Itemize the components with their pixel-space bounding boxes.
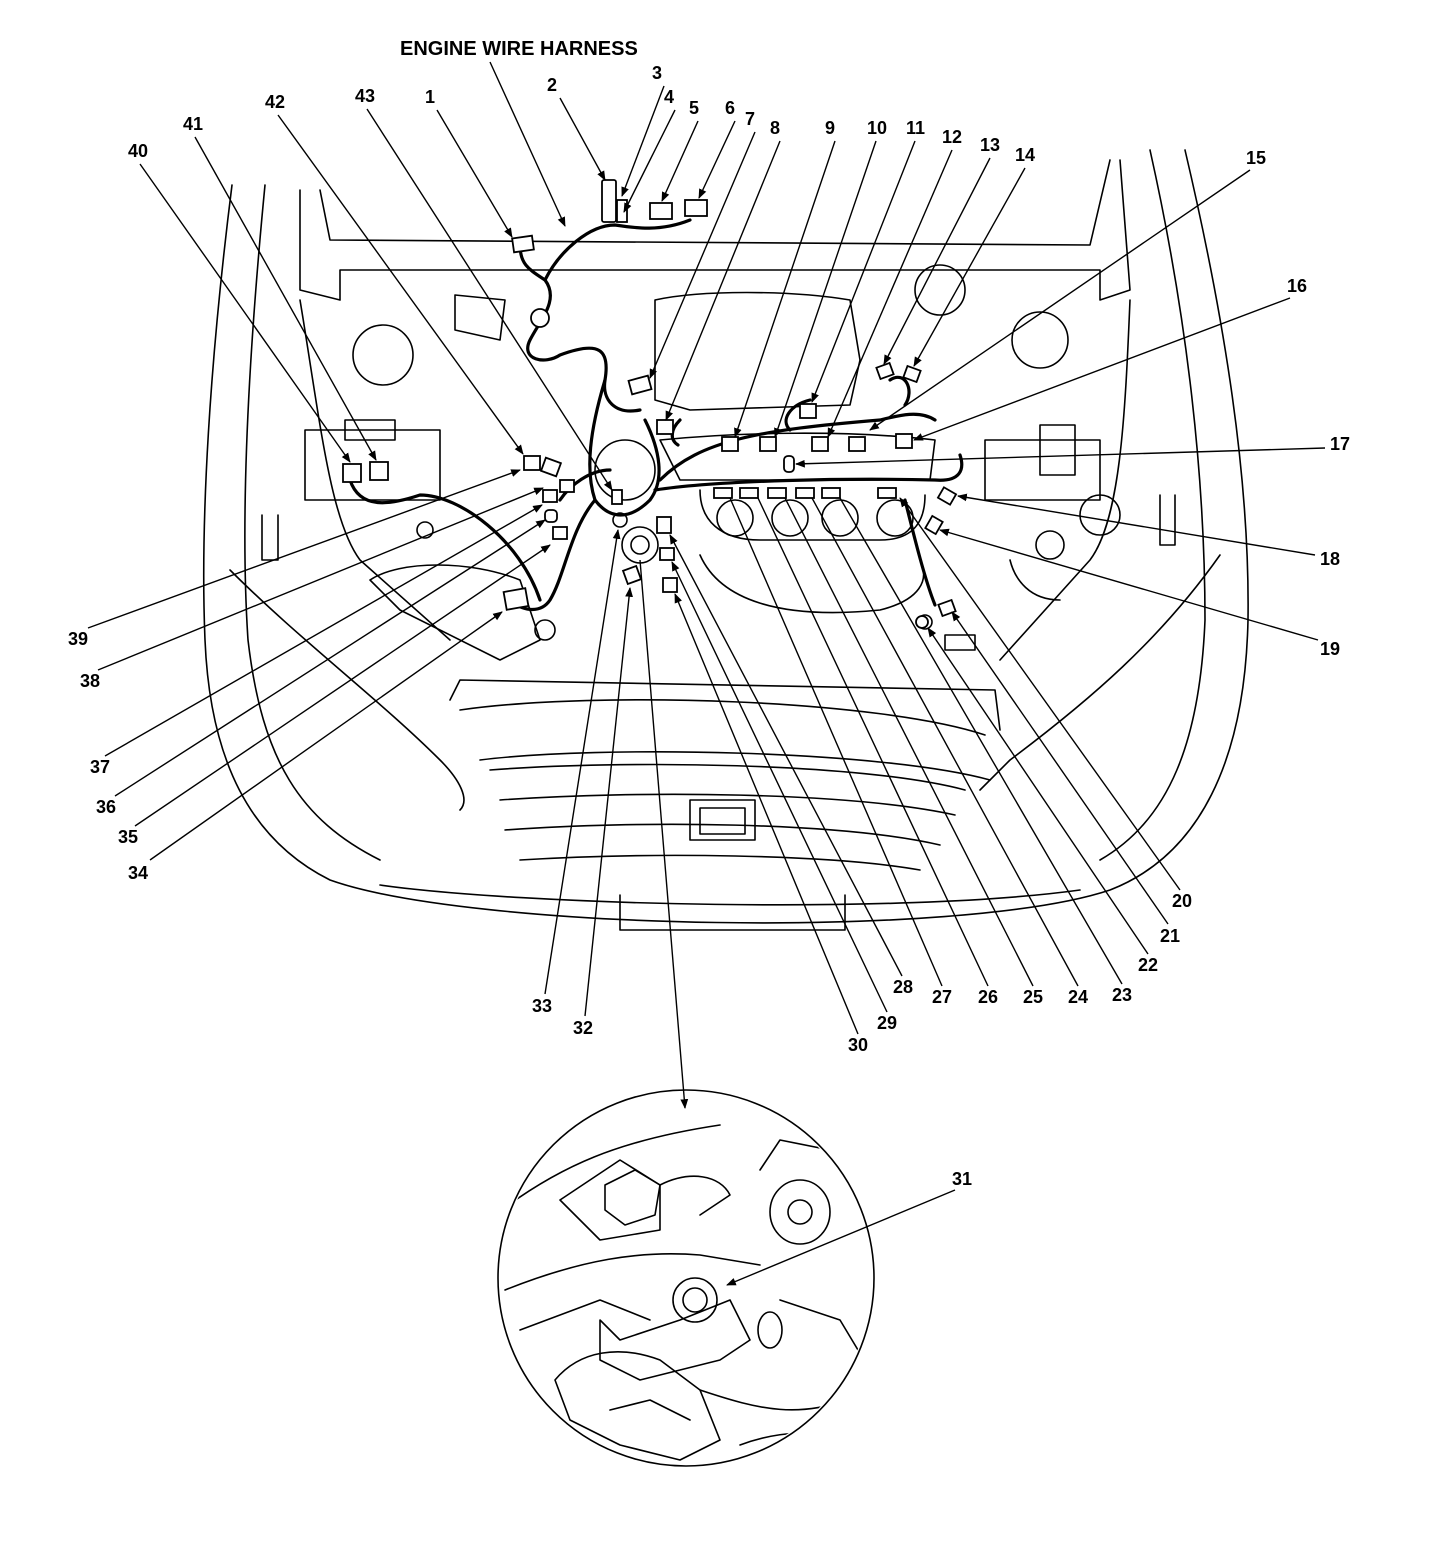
vehicle-body-outline [202, 149, 1249, 931]
callout-label: 9 [825, 118, 835, 138]
callout-label: 34 [128, 863, 148, 883]
callout-label: 20 [1172, 891, 1192, 911]
callout-label: 23 [1112, 985, 1132, 1005]
callout-label: 21 [1160, 926, 1180, 946]
callout-label: 19 [1320, 639, 1340, 659]
callout-label: 38 [80, 671, 100, 691]
callout-label: 40 [128, 141, 148, 161]
callout-label: 1 [425, 87, 435, 107]
callout-label: 29 [877, 1013, 897, 1033]
callout-label: 15 [1246, 148, 1266, 168]
callout-label: 7 [745, 109, 755, 129]
callout-label: 31 [952, 1169, 972, 1189]
callout-label: 13 [980, 135, 1000, 155]
callout-label: 18 [1320, 549, 1340, 569]
callout-label: 10 [867, 118, 887, 138]
callout-label: 28 [893, 977, 913, 997]
callout-label: 30 [848, 1035, 868, 1055]
callout-label: 27 [932, 987, 952, 1007]
callout-label: 11 [906, 118, 925, 138]
callout-label: 8 [770, 118, 780, 138]
callout-label: 43 [355, 86, 375, 106]
callout-label: 26 [978, 987, 998, 1007]
harness-connectors [342, 179, 958, 629]
callout-label: 22 [1138, 955, 1158, 975]
callout-label: 41 [183, 114, 203, 134]
callout-label: 3 [652, 63, 662, 83]
leader-lines [87, 85, 1326, 1286]
callout-label: 24 [1068, 987, 1088, 1007]
callout-label: 4 [664, 87, 674, 107]
callout-label: 17 [1330, 434, 1350, 454]
callout-label: 36 [96, 797, 116, 817]
callout-label: 25 [1023, 987, 1043, 1007]
callout-label: 16 [1287, 276, 1307, 296]
callout-label: 37 [90, 757, 110, 777]
callout-label: 2 [547, 75, 557, 95]
callout-label: 32 [573, 1018, 593, 1038]
callout-label: 6 [725, 98, 735, 118]
callout-labels: 1 2 3 4 5 6 7 8 9 10 11 12 13 14 15 16 1… [68, 63, 1350, 1189]
callout-label: 39 [68, 629, 88, 649]
callout-label: 35 [118, 827, 138, 847]
callout-label: 12 [942, 127, 962, 147]
engine-wire-harness [348, 218, 964, 611]
detail-inset [497, 559, 875, 1467]
callout-label: 5 [689, 98, 699, 118]
callout-label: 42 [265, 92, 285, 112]
callout-label: 14 [1015, 145, 1035, 165]
diagram-title: ENGINE WIRE HARNESS [400, 38, 638, 60]
callout-label: 33 [532, 996, 552, 1016]
